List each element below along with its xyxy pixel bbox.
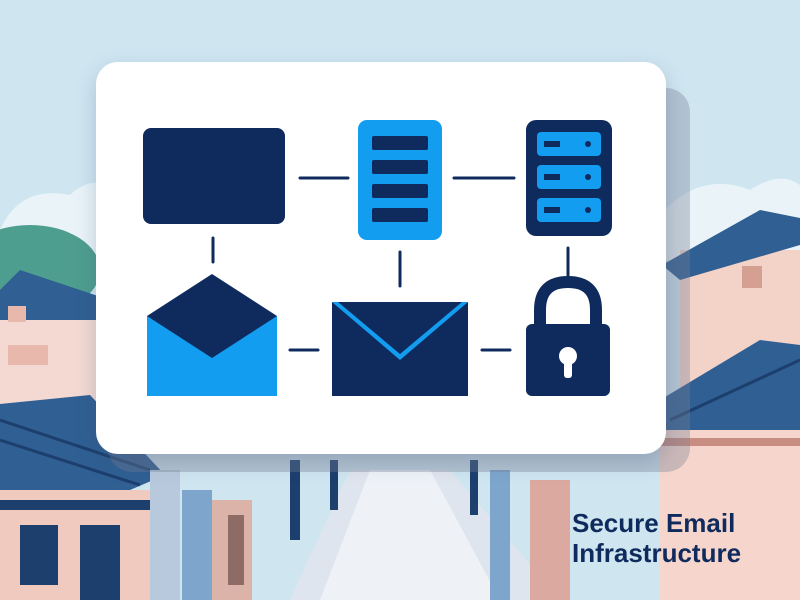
- diagram-card: [96, 62, 666, 454]
- caption-line-2: Infrastructure: [572, 538, 742, 568]
- monitor-icon: [143, 128, 285, 224]
- server-rack-icon: [526, 120, 612, 236]
- connectors: [211, 176, 570, 352]
- caption-line-1: Secure Email: [572, 508, 736, 538]
- email-infrastructure-diagram: [143, 120, 612, 396]
- envelope-open-icon: [147, 274, 277, 396]
- envelope-icon: [332, 302, 468, 396]
- document-list-icon: [358, 120, 442, 240]
- padlock-icon: [526, 275, 610, 396]
- caption: Secure Email Infrastructure: [572, 508, 794, 568]
